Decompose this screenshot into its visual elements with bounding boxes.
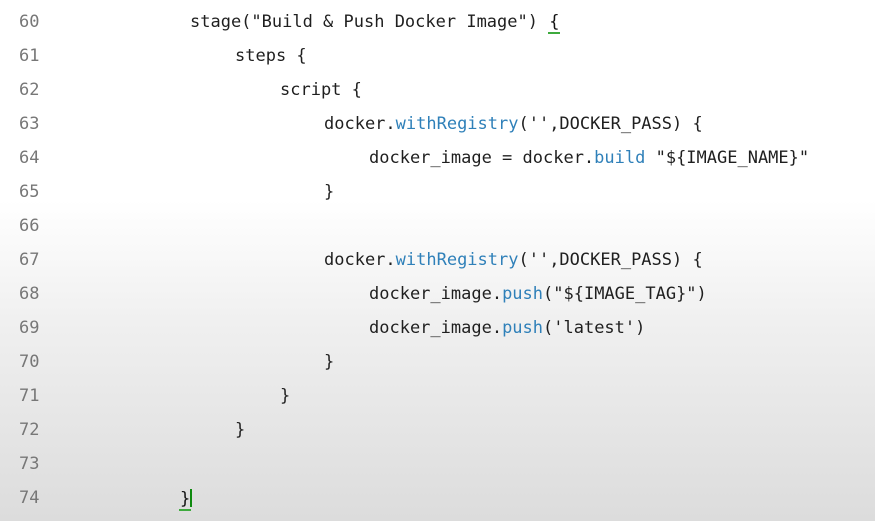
- line-number: 66: [19, 216, 40, 236]
- code-text[interactable]: docker_image.push('latest'): [369, 319, 645, 337]
- code-line-68[interactable]: 68 docker_image.push("${IMAGE_TAG}"): [0, 277, 875, 311]
- line-number: 74: [19, 488, 40, 508]
- code-line-65[interactable]: 65 }: [0, 175, 875, 209]
- code-token: ('',DOCKER_PASS) {: [518, 250, 703, 270]
- line-number: 62: [19, 80, 40, 100]
- text-cursor: [190, 489, 193, 507]
- method-token: withRegistry: [395, 114, 519, 134]
- matched-brace: }: [179, 489, 192, 511]
- code-text[interactable]: }: [324, 183, 334, 201]
- code-text[interactable]: docker.withRegistry('',DOCKER_PASS) {: [324, 115, 703, 133]
- code-token: "${IMAGE_NAME}": [645, 148, 810, 168]
- matched-brace: {: [548, 12, 561, 34]
- code-token: }: [324, 182, 335, 202]
- code-token: }: [324, 352, 335, 372]
- code-line-63[interactable]: 63 docker.withRegistry('',DOCKER_PASS) {: [0, 107, 875, 141]
- line-number: 60: [19, 12, 40, 32]
- line-number: 69: [19, 318, 40, 338]
- method-token: build: [594, 148, 646, 168]
- code-token: docker.: [324, 250, 396, 270]
- code-token: ('latest'): [543, 318, 646, 338]
- code-token: }: [280, 386, 291, 406]
- code-line-70[interactable]: 70 }: [0, 345, 875, 379]
- code-text[interactable]: docker_image = docker.build "${IMAGE_NAM…: [369, 149, 809, 167]
- code-text[interactable]: }: [235, 421, 245, 439]
- code-line-74[interactable]: 74 }: [0, 481, 875, 515]
- code-text[interactable]: script {: [280, 81, 362, 99]
- line-number: 70: [19, 352, 40, 372]
- code-token: steps {: [235, 46, 307, 66]
- code-line-66[interactable]: 66: [0, 209, 875, 243]
- code-text[interactable]: docker_image.push("${IMAGE_TAG}"): [369, 285, 707, 303]
- line-number: 67: [19, 250, 40, 270]
- line-number: 73: [19, 454, 40, 474]
- line-number: 72: [19, 420, 40, 440]
- code-line-64[interactable]: 64 docker_image = docker.build "${IMAGE_…: [0, 141, 875, 175]
- code-text[interactable]: }: [324, 353, 334, 371]
- line-number: 63: [19, 114, 40, 134]
- code-text[interactable]: stage("Build & Push Docker Image") {: [190, 12, 561, 34]
- code-text[interactable]: }: [280, 387, 290, 405]
- code-token: docker_image.: [369, 284, 503, 304]
- code-text[interactable]: steps {: [235, 47, 307, 65]
- method-token: push: [502, 318, 544, 338]
- code-text[interactable]: docker.withRegistry('',DOCKER_PASS) {: [324, 251, 703, 269]
- code-line-61[interactable]: 61 steps {: [0, 39, 875, 73]
- line-number: 68: [19, 284, 40, 304]
- line-number: 64: [19, 148, 40, 168]
- code-token: docker_image = docker.: [369, 148, 595, 168]
- method-token: withRegistry: [395, 250, 519, 270]
- code-line-62[interactable]: 62 script {: [0, 73, 875, 107]
- code-line-73[interactable]: 73: [0, 447, 875, 481]
- code-token: docker.: [324, 114, 396, 134]
- code-token: ('',DOCKER_PASS) {: [518, 114, 703, 134]
- code-token: script {: [280, 80, 362, 100]
- line-number: 65: [19, 182, 40, 202]
- code-line-71[interactable]: 71 }: [0, 379, 875, 413]
- code-token: docker_image.: [369, 318, 503, 338]
- code-line-67[interactable]: 67 docker.withRegistry('',DOCKER_PASS) {: [0, 243, 875, 277]
- code-text[interactable]: }: [179, 489, 193, 511]
- code-token: }: [235, 420, 246, 440]
- line-number: 71: [19, 386, 40, 406]
- code-line-72[interactable]: 72 }: [0, 413, 875, 447]
- line-number: 61: [19, 46, 40, 66]
- code-line-69[interactable]: 69 docker_image.push('latest'): [0, 311, 875, 345]
- code-token: stage("Build & Push Docker Image"): [190, 12, 549, 32]
- code-line-60[interactable]: 60 stage("Build & Push Docker Image") {: [0, 5, 875, 39]
- code-token: ("${IMAGE_TAG}"): [543, 284, 707, 304]
- method-token: push: [502, 284, 544, 304]
